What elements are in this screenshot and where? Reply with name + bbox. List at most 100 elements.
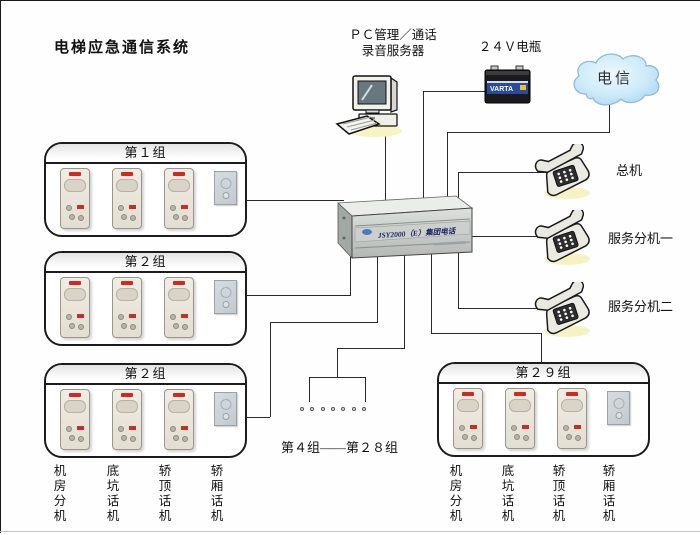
red-button <box>181 314 188 318</box>
button-dot <box>173 435 179 441</box>
telecom-cloud: 电信 <box>566 50 664 112</box>
telephone-icon <box>534 207 590 265</box>
intercom-device <box>164 389 194 450</box>
connector-group3-v1 <box>377 252 378 322</box>
group-2-devices <box>46 253 245 344</box>
device-label-left-3: 轿顶话机 <box>158 464 172 523</box>
pc-server-label-line2: 录音服务器 <box>361 44 425 58</box>
red-button <box>77 205 84 209</box>
intercom-device <box>60 168 90 229</box>
group-29-header: 第２９组 <box>439 364 648 384</box>
connector-pc-to-pbx <box>385 130 386 210</box>
device-label-right-2: 底坑话机 <box>501 464 515 523</box>
connector-group29-h <box>431 333 542 334</box>
group-box-2: 第２组 <box>44 251 247 346</box>
button-dot <box>66 314 72 320</box>
page-title: 电梯应急通信系统 <box>54 40 191 56</box>
intercom-device <box>60 389 90 450</box>
panel-button <box>222 413 229 420</box>
device-label-right-3: 轿顶话机 <box>552 464 566 523</box>
led-indicator <box>121 172 133 176</box>
range-label: 第４组——第２８组 <box>280 440 398 455</box>
device-label-left-1: 机房分机 <box>53 464 67 523</box>
led-indicator <box>121 281 133 285</box>
button-dot <box>575 435 581 441</box>
group-29-devices <box>439 364 648 455</box>
connector-phone1-h <box>458 172 548 173</box>
led-indicator <box>173 281 185 285</box>
button-dot <box>462 434 468 440</box>
group-2-header: 第２组 <box>46 253 245 273</box>
phone-icon-service2 <box>533 279 597 345</box>
led-indicator <box>514 392 526 396</box>
phone-icon-main <box>533 141 597 207</box>
button-dot <box>78 436 84 442</box>
led-indicator <box>121 393 133 397</box>
group-1-devices <box>46 144 245 235</box>
intercom-device <box>557 388 587 449</box>
pc-server-label-line1: ＰＣ管理／通话 <box>349 28 437 42</box>
button-dot <box>130 436 136 442</box>
connector-group29-v2 <box>541 333 542 363</box>
led-indicator <box>566 392 578 396</box>
button-dot <box>471 435 477 441</box>
button-dot <box>121 214 127 220</box>
cabin-panel-device <box>214 392 237 426</box>
button-dot <box>69 214 75 220</box>
speaker-grille <box>509 399 531 412</box>
cabin-panel-device <box>607 391 630 425</box>
connector-group2-h <box>247 295 351 296</box>
button-dot <box>118 314 124 320</box>
pbx-rack: JSY2000（E）集团电话 <box>322 190 482 269</box>
intercom-device <box>112 168 142 229</box>
telephone-icon <box>534 279 590 337</box>
phone-label-service1: 服务分机一 <box>608 231 674 246</box>
button-dot <box>69 435 75 441</box>
group-box-29: 第２９组 <box>437 362 650 457</box>
red-button <box>129 314 136 318</box>
pc-server-label: ＰＣ管理／通话 录音服务器 <box>328 27 458 59</box>
led-indicator <box>69 281 81 285</box>
button-dot <box>182 215 188 221</box>
computer-icon <box>333 74 407 143</box>
led-indicator <box>69 172 81 176</box>
panel-button <box>615 412 622 419</box>
led-indicator <box>173 172 185 176</box>
device-label-left-2: 底坑话机 <box>106 464 120 523</box>
connector-battery-h <box>423 91 489 92</box>
button-dot <box>459 425 465 431</box>
red-button <box>574 425 581 429</box>
phone-label-main: 总机 <box>616 163 643 178</box>
speaker-grille <box>561 399 583 412</box>
button-dot <box>66 426 72 432</box>
red-button <box>129 205 136 209</box>
red-button <box>470 425 477 429</box>
connector-cloud-v2 <box>447 132 448 210</box>
group-3-devices <box>46 365 245 456</box>
led-indicator <box>173 393 185 397</box>
button-dot <box>563 425 569 431</box>
connector-group29-v1 <box>431 252 432 333</box>
telephone-icon <box>534 141 590 199</box>
button-dot <box>173 323 179 329</box>
led-indicator <box>69 393 81 397</box>
connector-phone3-h <box>458 308 548 309</box>
device-label-right-4: 轿厢话机 <box>602 464 616 523</box>
red-button <box>129 426 136 430</box>
intercom-device <box>164 168 194 229</box>
button-dot <box>66 205 72 211</box>
speaker-grille <box>168 179 190 192</box>
button-dot <box>118 205 124 211</box>
connector-group3-h1 <box>270 322 378 323</box>
intercom-device <box>164 277 194 338</box>
intercom-device <box>112 277 142 338</box>
red-button <box>77 314 84 318</box>
cloud-label: 电信 <box>596 71 633 87</box>
group-3-header: 第２组 <box>46 365 245 385</box>
battery-icon: VARTA <box>484 64 532 111</box>
red-button <box>77 426 84 430</box>
button-dot <box>182 436 188 442</box>
connector-group2-v <box>350 252 351 295</box>
intercom-device <box>60 277 90 338</box>
speaker-grille <box>168 400 190 413</box>
